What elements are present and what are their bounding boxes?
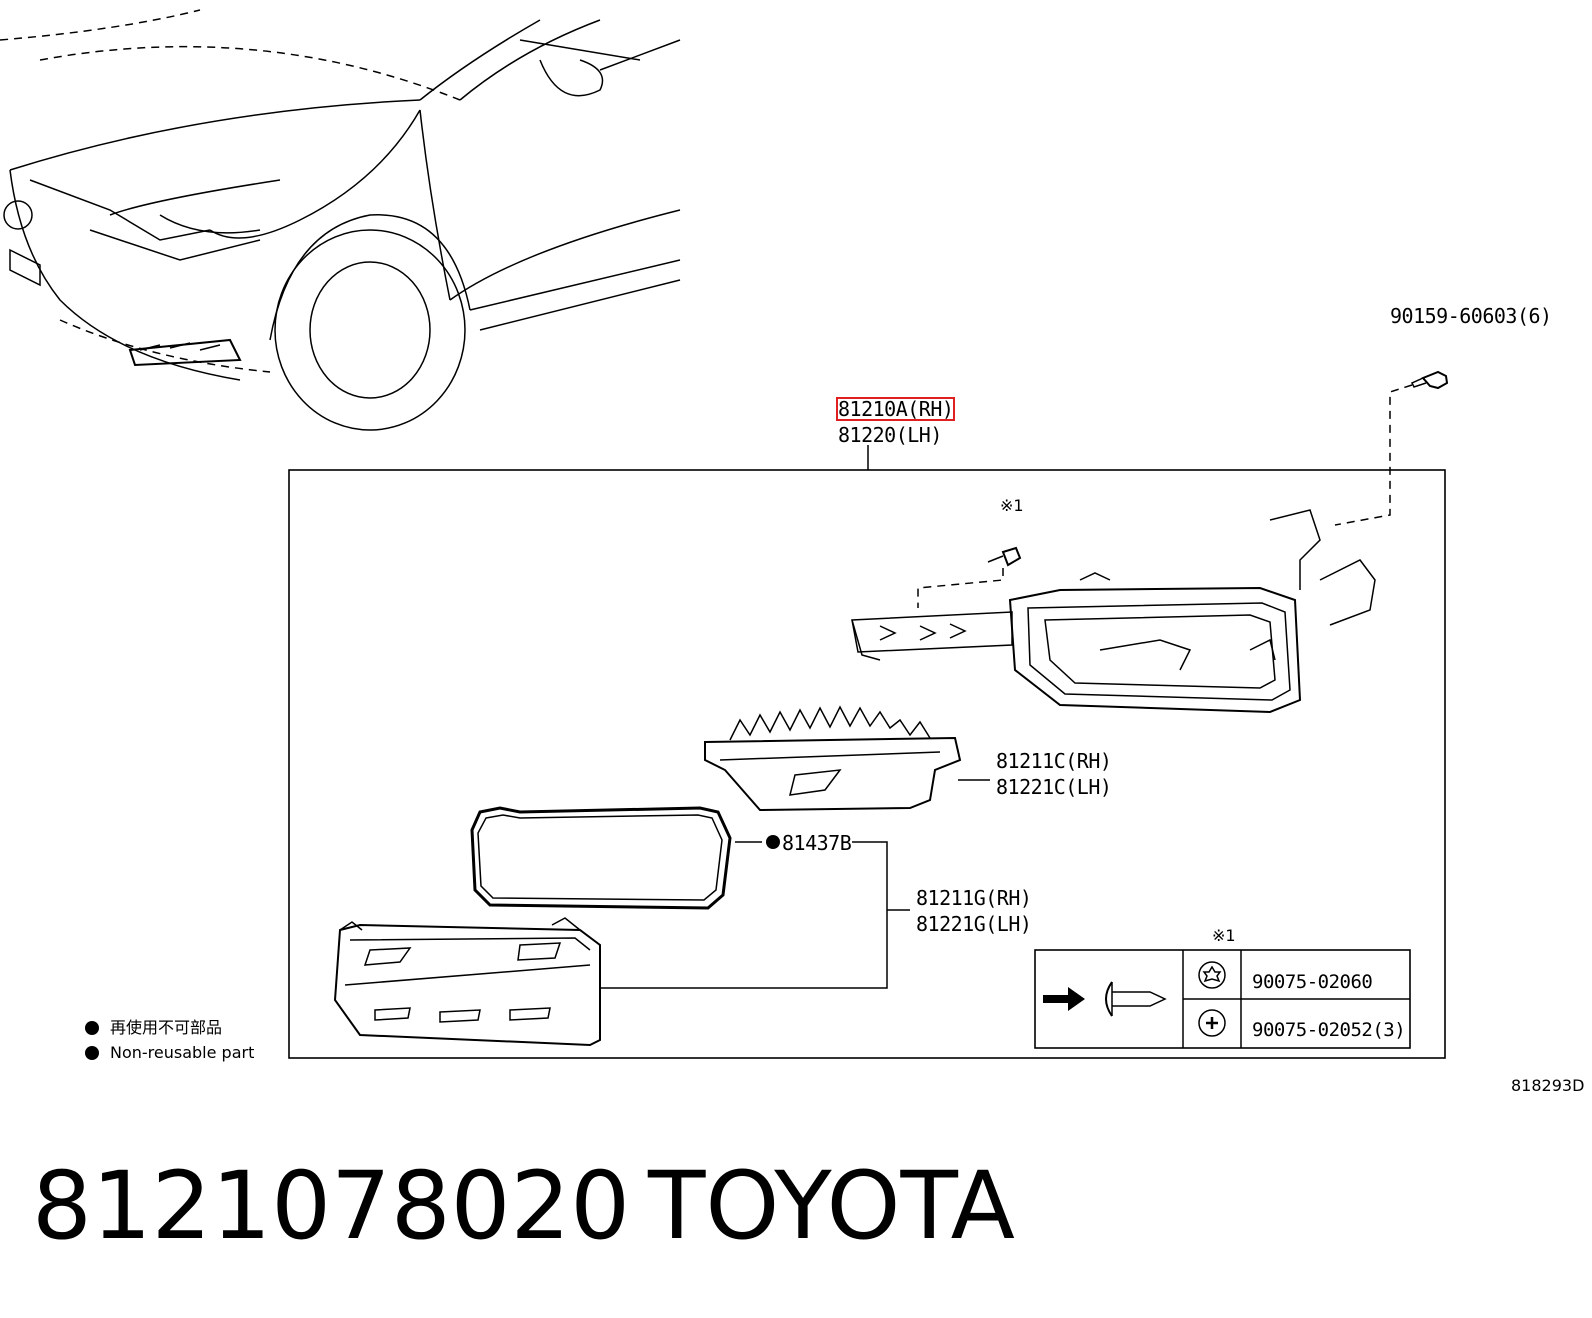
non-reusable-dot-icon (766, 835, 780, 849)
legend-en-text: Non-reusable part (110, 1043, 255, 1062)
part-label-81210a-rh[interactable]: 81210A(RH) (835, 397, 956, 421)
lens-leader-line (600, 841, 888, 989)
torx-screw-head-icon (1198, 961, 1226, 989)
arrow-icon (1043, 987, 1085, 1011)
part-label-lens-lh[interactable]: 81221G(LH) (916, 912, 1032, 936)
part-label-bolt[interactable]: 90159-60603(6) (1390, 304, 1552, 328)
screw-leader-line (917, 568, 1004, 608)
screw-part-phillips[interactable]: 90075-02052(3) (1252, 1019, 1406, 1041)
footer-brand: TOYOTA (648, 1152, 1015, 1261)
lamp-housing-illustration (704, 705, 962, 812)
part-label-housing-rh[interactable]: 81211C(RH) (996, 749, 1112, 773)
footer-part-number: 8121078020 (32, 1152, 631, 1261)
part-label-housing-lh[interactable]: 81221C(LH) (996, 775, 1112, 799)
assembly-boundary-box (288, 469, 1446, 1059)
screw-part-torx[interactable]: 90075-02060 (1252, 971, 1373, 993)
legend-jp-text: 再使用不可部品 (110, 1018, 223, 1037)
part-label-lens-rh[interactable]: 81211G(RH) (916, 886, 1032, 910)
part-label-81220-lh[interactable]: 81220(LH) (838, 423, 942, 447)
part-label-gasket[interactable]: 81437B (782, 831, 852, 855)
legend-dot-icon (85, 1021, 99, 1035)
illustration-code: 818293D (1511, 1076, 1585, 1095)
screw-note-top: ※1 (1000, 496, 1024, 515)
screw-side-view-icon (1105, 981, 1167, 1017)
legend-dot-icon (85, 1046, 99, 1060)
phillips-screw-head-icon (1198, 1009, 1226, 1037)
gasket-illustration (470, 806, 732, 910)
bolt-icon (1410, 370, 1449, 390)
fog-lamp-assembly-illustration (851, 509, 1376, 714)
bolt-leader-line (1334, 384, 1413, 526)
screw-note-table: ※1 (1212, 926, 1236, 945)
screw-table (1034, 949, 1411, 1049)
vehicle-location-illustration (0, 9, 681, 431)
lamp-lens-illustration (333, 917, 601, 1047)
screw-icon (987, 546, 1022, 567)
